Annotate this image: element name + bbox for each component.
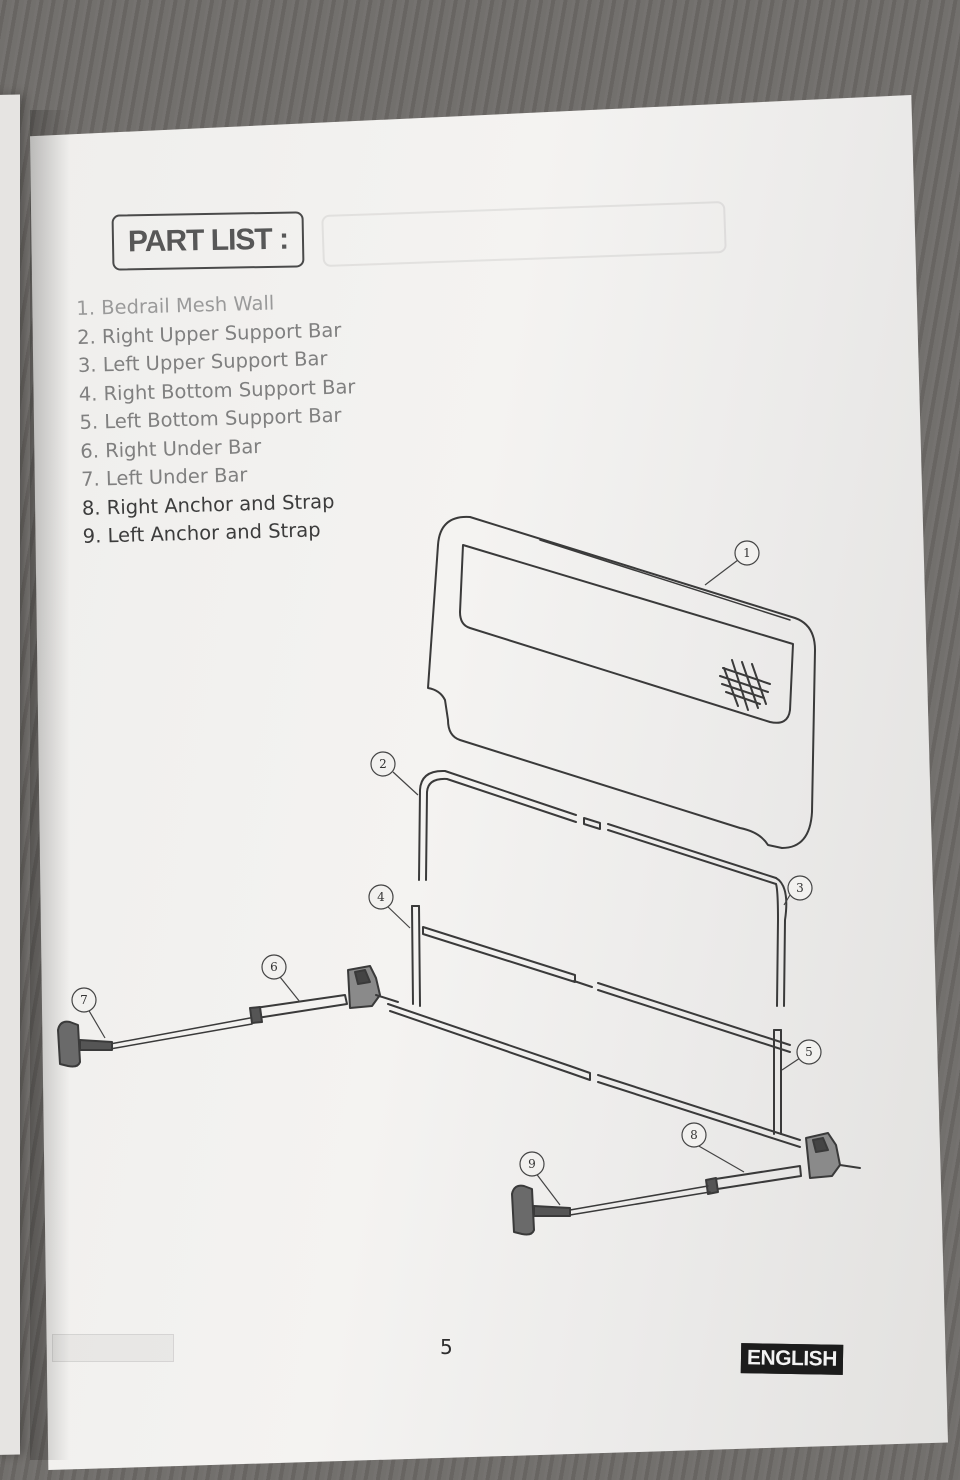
mesh-wall-panel — [427, 515, 816, 849]
right-anchor-bracket — [347, 965, 399, 1009]
callout-label: 2 — [379, 757, 387, 771]
callout-label: 9 — [528, 1157, 536, 1171]
callout-circle — [787, 875, 813, 901]
left-upper-support-bar — [775, 877, 788, 1007]
page-number: 5 — [440, 1335, 453, 1359]
callout-circle — [681, 1122, 707, 1148]
left-anchor-bracket — [805, 1132, 861, 1179]
callout-label: 3 — [796, 881, 804, 895]
spine-shadow — [30, 110, 70, 1460]
callout-label: 4 — [377, 890, 385, 904]
callout-circle — [71, 987, 97, 1013]
callout-circle — [519, 1151, 545, 1177]
left-under-bar — [705, 1165, 802, 1195]
right-anchor-and-strap — [57, 1017, 253, 1068]
callout-circle — [368, 884, 394, 910]
callout-circle — [370, 751, 396, 777]
right-upper-support-bar — [418, 769, 777, 885]
callout-label: 7 — [80, 993, 88, 1007]
main-under-bar — [387, 1003, 801, 1148]
callout-label: 8 — [690, 1128, 698, 1142]
right-bottom-support-bar — [411, 905, 791, 1053]
bleed-through-label — [52, 1334, 174, 1362]
callout-label: 1 — [743, 546, 751, 560]
callout-circle — [796, 1039, 822, 1065]
left-bottom-support-bar — [773, 1029, 782, 1135]
callout-circle — [261, 954, 287, 980]
right-under-bar — [249, 994, 348, 1024]
language-badge: ENGLISH — [740, 1343, 844, 1375]
manual-page — [30, 95, 948, 1470]
callout-circle — [734, 540, 760, 566]
callout-label: 6 — [270, 960, 278, 974]
callout-label: 5 — [805, 1045, 813, 1059]
left-anchor-and-strap — [511, 1184, 711, 1236]
